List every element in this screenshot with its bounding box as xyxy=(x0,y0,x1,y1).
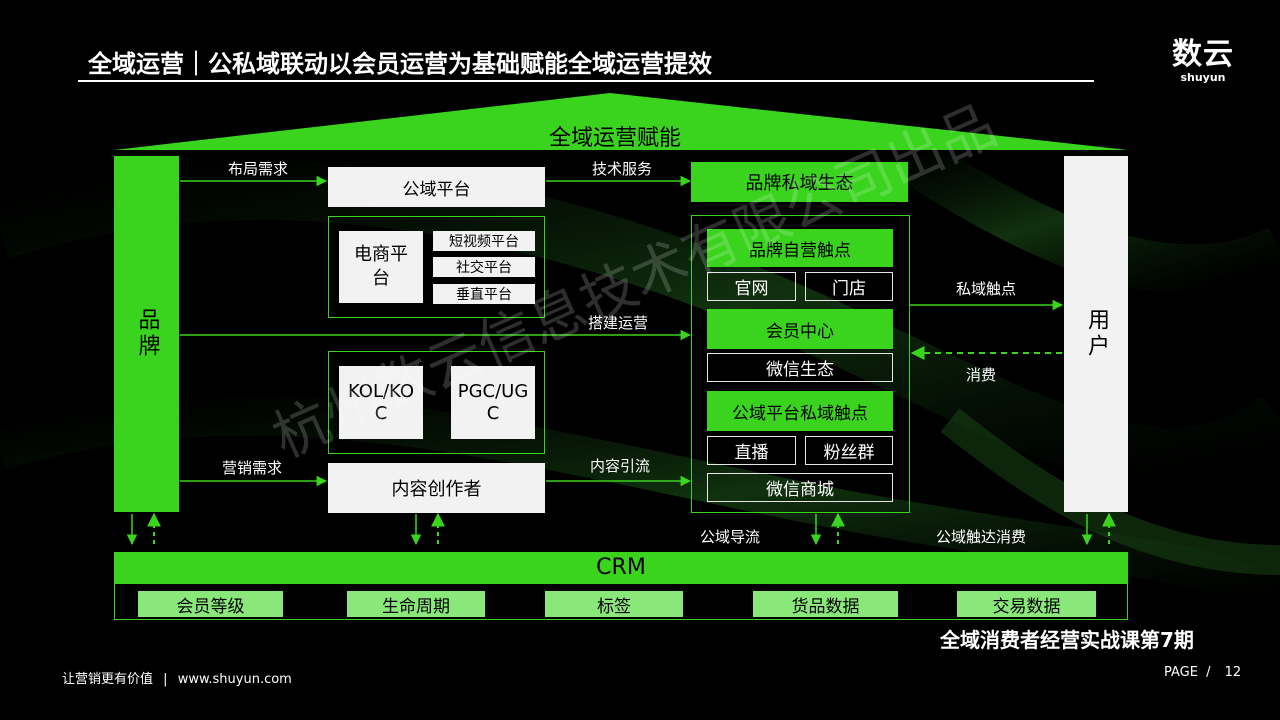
social-platform: 社交平台 xyxy=(433,257,535,277)
vertical-platform: 垂直平台 xyxy=(433,284,535,304)
label-content-traffic: 内容引流 xyxy=(590,457,651,475)
label-consume: 消费 xyxy=(966,366,997,384)
kol-koc-box: KOL/KOC xyxy=(339,366,423,439)
footer-url[interactable]: www.shuyun.com xyxy=(177,672,292,687)
crm-item-transaction-data: 交易数据 xyxy=(957,591,1096,617)
page-title: 全域运营｜公私域联动以会员运营为基础赋能全域运营提效 xyxy=(88,50,712,78)
crm-items-frame xyxy=(114,583,1128,620)
label-build-operate: 搭建运营 xyxy=(588,314,649,332)
brand-private-eco-box: 品牌私域生态 xyxy=(691,162,908,202)
content-creator-box: 内容创作者 xyxy=(328,463,545,513)
crm-item-product-data: 货品数据 xyxy=(753,591,898,617)
label-layout-demand: 布局需求 xyxy=(228,160,289,178)
store-box: 门店 xyxy=(805,272,893,301)
crm-item-member-level: 会员等级 xyxy=(138,591,283,617)
footer-separator: | xyxy=(163,672,168,687)
roof-shape xyxy=(114,93,1128,150)
live-box: 直播 xyxy=(707,436,796,465)
user-block: 用户 xyxy=(1064,156,1128,512)
page-label: PAGE xyxy=(1164,665,1198,680)
website-box: 官网 xyxy=(707,272,796,301)
pgc-ugc-box: PGC/UGC xyxy=(451,366,535,439)
label-public-touch-consume: 公域触达消费 xyxy=(936,528,1027,546)
label-marketing-demand: 营销需求 xyxy=(222,459,283,477)
crm-item-tags: 标签 xyxy=(545,591,683,617)
wechat-mall-box: 微信商城 xyxy=(707,473,893,502)
self-touch-box: 品牌自营触点 xyxy=(707,229,893,267)
label-tech-service: 技术服务 xyxy=(592,160,653,178)
course-title: 全域消费者经营实战课第7期 xyxy=(940,628,1194,652)
crm-item-lifecycle: 生命周期 xyxy=(347,591,485,617)
public-platform-box: 公域平台 xyxy=(328,167,545,207)
label-public-guide: 公域导流 xyxy=(700,528,761,546)
brand-block: 品牌 xyxy=(114,156,179,512)
page-separator: / xyxy=(1206,665,1211,680)
shuyun-logo: 数云 shuyun xyxy=(1163,38,1243,84)
logo-main-text: 数云 xyxy=(1172,37,1234,72)
influencer-group xyxy=(328,351,545,454)
ecommerce-box: 电商平台 xyxy=(339,231,423,303)
private-eco-group xyxy=(691,215,910,513)
ecommerce-group xyxy=(328,216,545,318)
footer-page: PAGE / 12 xyxy=(1164,665,1241,680)
crm-bar: CRM xyxy=(114,552,1128,583)
member-center-box: 会员中心 xyxy=(707,309,893,349)
public-private-touch-box: 公域平台私域触点 xyxy=(707,391,893,431)
label-private-touch: 私域触点 xyxy=(956,280,1017,298)
page-number: 12 xyxy=(1224,665,1242,680)
roof-label: 全域运营赋能 xyxy=(548,126,681,151)
fans-group-box: 粉丝群 xyxy=(805,436,893,465)
logo-sub-text: shuyun xyxy=(1180,71,1226,84)
title-underline xyxy=(78,80,1094,82)
wechat-eco-box: 微信生态 xyxy=(707,353,893,382)
short-video-platform: 短视频平台 xyxy=(433,231,535,251)
footer-left: 让营销更有价值 | www.shuyun.com xyxy=(62,668,292,687)
footer-slogan: 让营销更有价值 xyxy=(62,672,154,687)
